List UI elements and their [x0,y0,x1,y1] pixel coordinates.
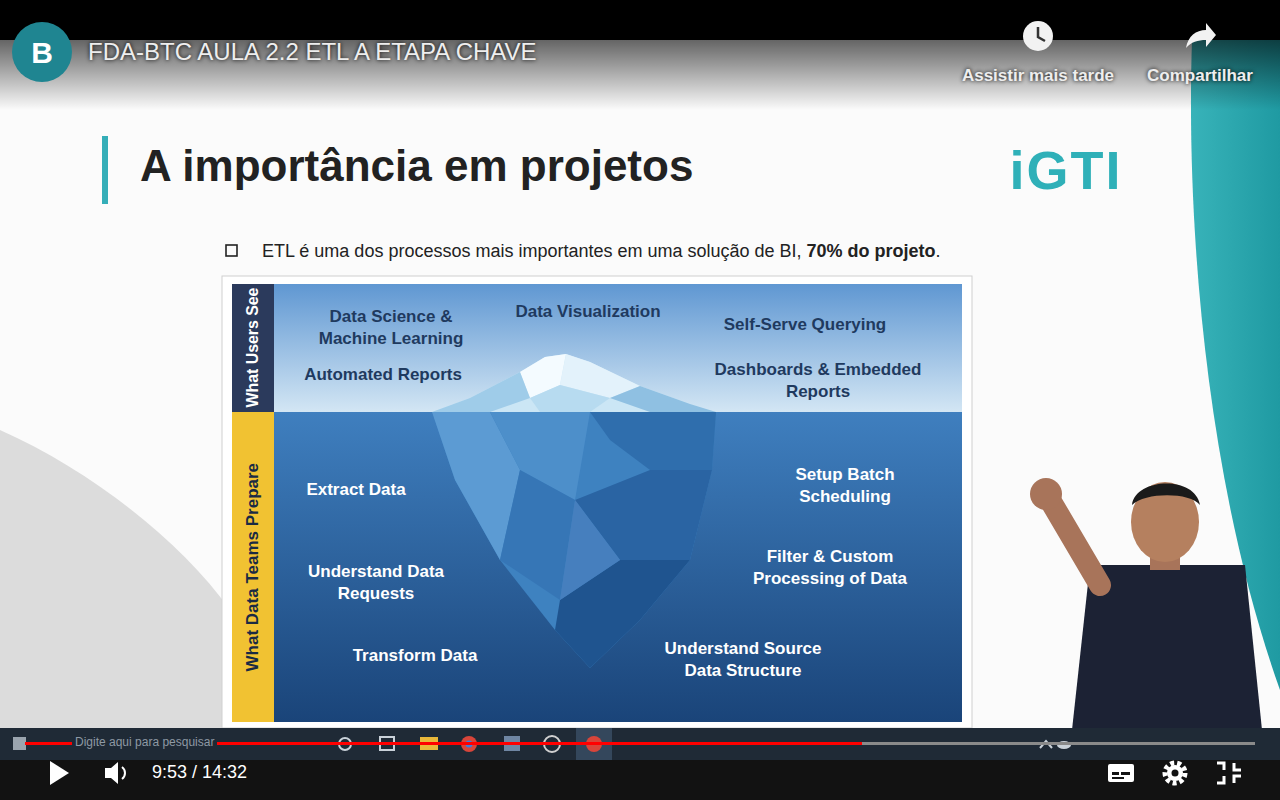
video-title: FDA-BTC AULA 2.2 ETL A ETAPA CHAVE [88,36,537,67]
controls-bar [0,760,1280,800]
time-display: 9:53 / 14:32 [152,761,247,784]
water-region [232,412,962,722]
igti-logo: iGTI [976,135,1156,205]
bullet-text: ETL é uma dos processos mais importantes… [262,241,802,261]
taskbar [0,728,1280,760]
side-band: What Users See [232,284,274,412]
watch-later-label: Assistir mais tarde [943,65,1133,87]
grey-wave [0,430,230,730]
clock-icon [1023,21,1053,51]
iceberg-label: Understand Data Requests [296,561,456,605]
iceberg-label: Self-Serve Querying [710,314,900,336]
bullet-line: ETL é uma dos processos mais importantes… [262,240,941,263]
iceberg-label: Data Science & Machine Learning [306,306,476,350]
iceberg-label: Automated Reports [293,364,473,386]
taskbar-search-text: Digite aqui para pesquisar [72,735,217,751]
image-frame [222,276,972,728]
bullet-text: . [936,241,941,261]
sky-region [232,284,962,412]
subtitles-icon [1108,764,1134,782]
iceberg-label: Transform Data [340,645,490,667]
iceberg-label: Dashboards & Embedded Reports [711,359,926,403]
bold-emphasis: 70% do projeto [807,241,936,261]
iceberg-label: Extract Data [286,479,426,501]
iceberg-label: Setup Batch Scheduling [785,464,905,508]
iceberg-label: Data Visualization [498,301,678,323]
slide-ground [0,40,1280,730]
slide-title: A importância em projetos [140,140,693,193]
share-icon [1186,23,1216,48]
presenter-figure [1030,478,1262,730]
band-label: What Data Teams Prepare [243,463,263,671]
avatar-letter: B [22,33,62,72]
iceberg-label: Filter & Custom Processing of Data [745,546,915,590]
play-icon [50,761,69,785]
iceberg-label: Understand Source Data Structure [656,638,831,682]
title-accent [102,136,108,204]
channel-avatar [12,22,72,82]
share-label: Compartilhar [1130,65,1270,87]
side-band: What Data Teams Prepare [232,412,274,722]
bullet-square [226,245,237,256]
iceberg-illustration [432,354,716,668]
band-label: What Users See [243,288,262,408]
volume-icon [105,762,125,784]
settings-icon [1165,763,1185,783]
top-strip [0,0,1280,40]
fullscreen-exit-icon [1217,763,1241,783]
